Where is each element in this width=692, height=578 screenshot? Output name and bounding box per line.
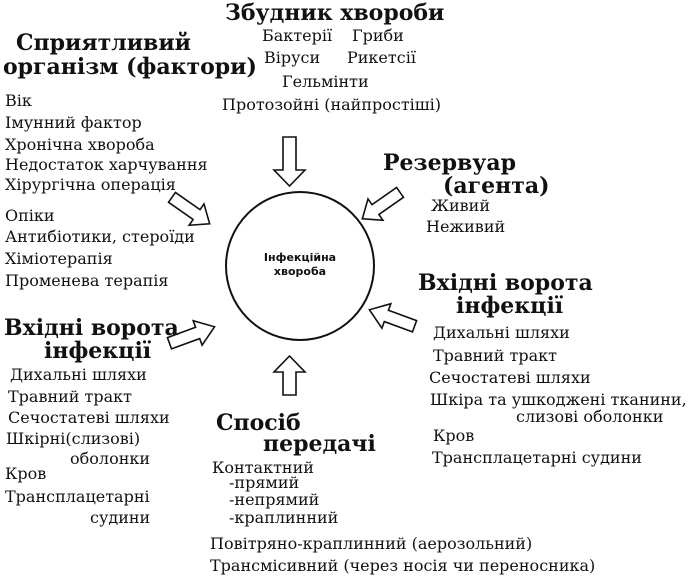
arrow-from-agent [272, 136, 307, 188]
center-label-line1: Інфекційна [263, 251, 337, 264]
portal-left-item: Дихальні шляхи [10, 365, 147, 384]
host-item: Хіміотерапія [5, 249, 113, 268]
transmission-item: Контактний [212, 458, 314, 477]
agent-item-helminths: Гельмінти [282, 72, 369, 91]
host-item: Антибіотики, стероїди [5, 227, 195, 246]
portal-right-item: Кров [433, 426, 475, 445]
arrow-from-reservoir [361, 186, 405, 222]
portal-right-item: Шкіра та ушкоджені тканини, [430, 390, 687, 409]
arrow-from-transmission [272, 354, 307, 396]
portal-left-item: Травний тракт [8, 387, 133, 406]
host-item: Опіки [5, 206, 55, 225]
portal-left-title-line2: інфекції [44, 338, 152, 364]
portal-right-title-line2: інфекції [456, 293, 564, 319]
transmission-item: Повітряно-краплинний (аерозольний) [210, 534, 533, 553]
agent-item-protozoa: Протозойні (найпростіші) [222, 95, 442, 114]
arrow-from-host [167, 191, 211, 227]
transmission-item: -краплинний [229, 508, 339, 527]
center-circle [225, 191, 375, 341]
reservoir-title-line1: Резервуар [383, 150, 516, 176]
agent-title: Збудник хвороби [225, 0, 445, 26]
portal-left-item: Шкірні(слизові) [6, 429, 141, 448]
portal-left-item: судини [90, 508, 151, 527]
host-item: Хронічна хвороба [5, 135, 155, 154]
agent-item-rickettsia: Рикетсії [347, 48, 416, 67]
host-title-line1: Сприятливий [16, 30, 191, 56]
portal-right-item: слизові оболонки [516, 407, 664, 426]
transmission-title-line1: Спосіб [216, 410, 301, 436]
host-item: Хірургічна операція [5, 175, 176, 194]
portal-right-item: Трансплацетарні судини [432, 448, 642, 467]
portal-right-item: Сечостатеві шляхи [429, 368, 591, 387]
agent-item-viruses: Віруси [264, 48, 321, 67]
portal-left-item: Кров [5, 464, 47, 483]
transmission-item: -прямий [229, 473, 300, 492]
portal-right-title-line1: Вхідні ворота [418, 270, 593, 296]
reservoir-item: Неживий [426, 217, 506, 236]
portal-left-item: Трансплацетарні [5, 487, 150, 506]
arrow-from-portal-right [368, 302, 418, 333]
portal-right-item: Травний тракт [433, 346, 558, 365]
portal-right-item: Дихальні шляхи [433, 323, 570, 342]
center-label-line2: хвороба [273, 265, 327, 278]
agent-item-bacteria: Бактерії [262, 26, 333, 45]
reservoir-title-line2: (агента) [443, 173, 550, 199]
transmission-title-line2: передачі [263, 431, 376, 457]
transmission-item: -непрямий [229, 490, 320, 509]
portal-left-item: оболонки [70, 449, 151, 468]
host-title-line2: організм (фактори) [3, 54, 257, 80]
center-label: Інфекційна хвороба [230, 215, 370, 315]
host-item: Недостаток харчування [5, 155, 208, 174]
portal-left-title-line1: Вхідні ворота [4, 315, 179, 341]
transmission-item: Трансмісивний (через носія чи переносник… [210, 556, 596, 575]
host-item: Вік [5, 91, 32, 110]
portal-left-item: Сечостатеві шляхи [8, 408, 170, 427]
host-item: Імунний фактор [5, 113, 142, 132]
arrow-from-portal-left [166, 319, 216, 350]
host-item: Променева терапія [5, 271, 169, 290]
reservoir-item: Живий [431, 196, 490, 215]
agent-item-fungi: Гриби [352, 26, 404, 45]
